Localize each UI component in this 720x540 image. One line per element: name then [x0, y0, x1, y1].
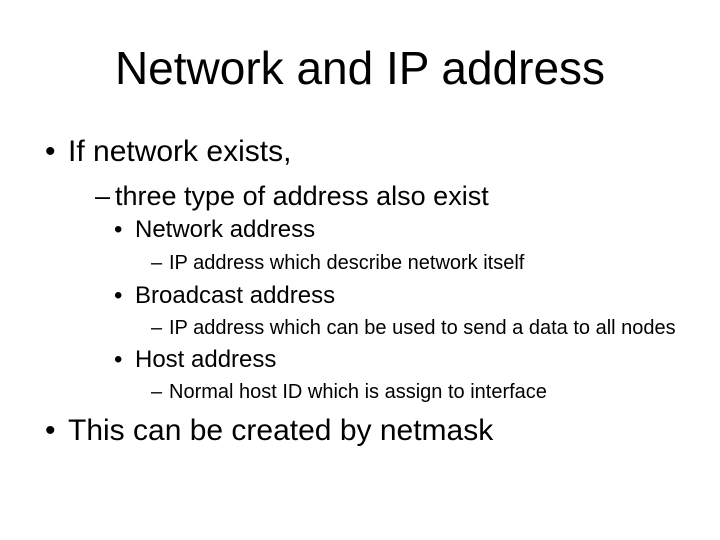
bullet-icon: • [114, 346, 123, 373]
bullet-icon: • [114, 216, 123, 243]
bullet-line: • Host address [114, 348, 276, 372]
bullet-line: –IP address which can be used to send a … [151, 318, 676, 338]
bullet-text: Normal host ID which is assign to interf… [169, 381, 547, 403]
bullet-icon: • [45, 135, 56, 168]
bullet-text: IP address which can be used to send a d… [169, 317, 676, 339]
bullet-text: Host address [135, 346, 277, 373]
bullet-text: IP address which describe network itself [169, 252, 525, 274]
bullet-icon: • [45, 414, 56, 447]
dash-icon: – [95, 181, 111, 211]
bullet-text: Network address [135, 216, 316, 243]
dash-icon: – [151, 317, 163, 339]
bullet-line: • Network address [114, 218, 315, 242]
bullet-text: three type of address also exist [115, 181, 489, 211]
bullet-line: • This can be created by netmask [45, 416, 493, 446]
bullet-text: If network exists, [68, 135, 292, 168]
bullet-line: –Normal host ID which is assign to inter… [151, 382, 547, 402]
bullet-text: Broadcast address [135, 282, 336, 309]
slide-title: Network and IP address [114, 42, 606, 94]
bullet-icon: • [114, 282, 123, 309]
dash-icon: – [151, 381, 163, 403]
bullet-text: This can be created by netmask [68, 414, 494, 447]
bullet-line: • Broadcast address [114, 284, 335, 308]
bullet-line: –three type of address also exist [95, 183, 489, 210]
bullet-line: –IP address which describe network itsel… [151, 253, 524, 273]
bullet-line: • If network exists, [45, 137, 291, 167]
dash-icon: – [151, 252, 163, 274]
